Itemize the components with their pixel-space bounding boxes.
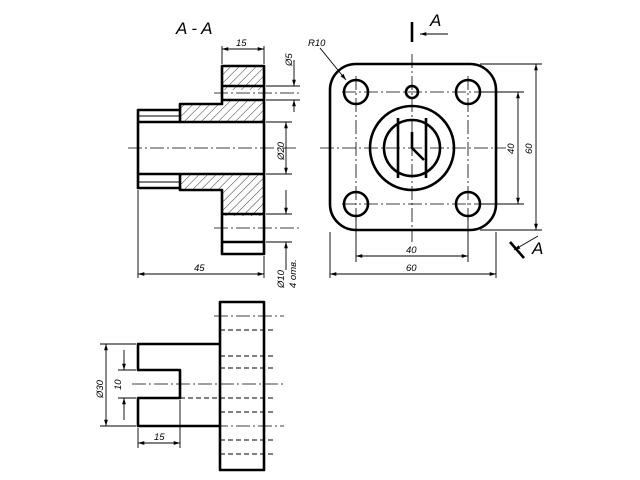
section-view-a-a: 15 Ø5 Ø20 Ø10 4 отв. 45 A - A xyxy=(128,19,300,289)
dim-hub: Ø30 xyxy=(95,379,106,399)
dim-overall-height: 60 xyxy=(524,143,535,154)
cut-label-bottom: A xyxy=(531,239,543,258)
hatch-flange-top xyxy=(222,66,264,86)
flange-outline xyxy=(328,62,498,232)
small-hole-edges xyxy=(222,84,264,102)
dim-slot-width: 10 xyxy=(113,379,124,390)
chamfer-lines xyxy=(138,115,180,183)
front-view: R10 40 60 40 60 A A xyxy=(308,11,543,278)
section-title: A - A xyxy=(175,19,213,38)
side-hub-outline xyxy=(136,342,220,428)
dim-flange-width: 15 xyxy=(236,38,247,49)
cut-label-top: A xyxy=(429,11,441,30)
bore-marker xyxy=(410,132,425,161)
dim-overall-width: 60 xyxy=(406,263,417,274)
dim-bore: Ø20 xyxy=(276,141,287,161)
mount-hole-edges xyxy=(222,212,264,244)
side-flange-outline xyxy=(218,300,266,472)
dim-hole-spacing-h: 40 xyxy=(406,245,417,256)
dim-corner-radius: R10 xyxy=(308,38,326,49)
dim-slot-depth: 15 xyxy=(154,432,165,443)
section-outline xyxy=(136,64,266,256)
dim-overall-length: 45 xyxy=(194,263,205,274)
dim-mount-hole-count: 4 отв. xyxy=(288,259,299,288)
dim-hole-spacing-v: 40 xyxy=(506,143,517,154)
side-view: Ø30 10 15 xyxy=(95,300,284,472)
dim-mount-hole: Ø10 xyxy=(276,269,287,289)
dim-small-hole: Ø5 xyxy=(284,53,295,67)
cut-plane-bottom xyxy=(509,241,525,259)
